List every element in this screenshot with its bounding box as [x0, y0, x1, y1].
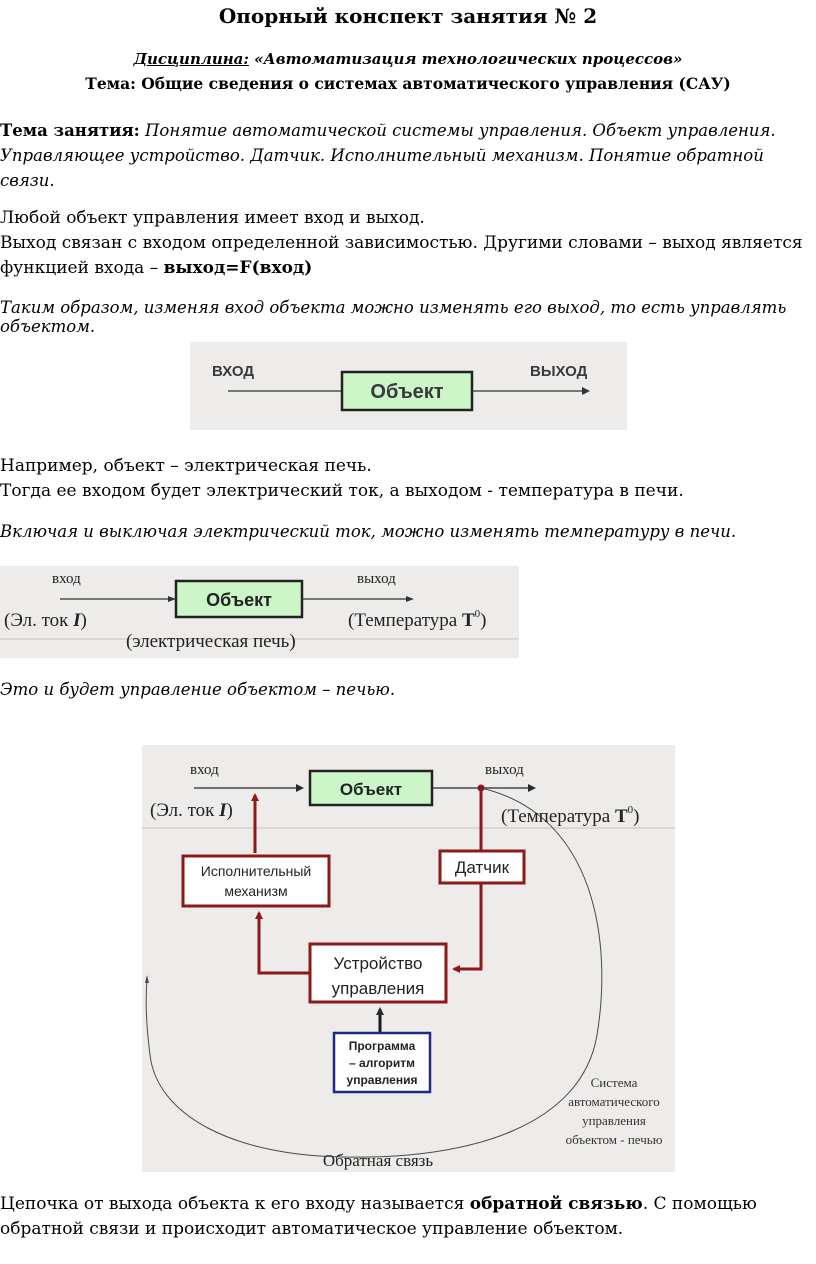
theme-line: Тема: Общие сведения о системах автомати… — [85, 74, 731, 93]
intro-line-2-text: Выход связан с входом определенной завис… — [0, 233, 803, 278]
sensor-block — [438, 849, 526, 885]
fig2-object-label: Объект — [206, 590, 272, 610]
fig3-input-subtitle: (Эл. ток I) — [150, 800, 233, 821]
fig1-output-label: ВЫХОД — [530, 363, 588, 380]
formula: выход=F(вход) — [163, 258, 313, 278]
feedback-loop-arrowhead — [145, 975, 149, 983]
controller-label-line-2: управления — [332, 979, 425, 998]
conclusion-part-2: . С помощью обратной связи и происходит … — [0, 1194, 757, 1239]
feedback-loop-curve — [145, 787, 603, 1158]
controller-to-actuator-line — [255, 911, 310, 975]
fig1-object-block — [340, 370, 474, 412]
system-caption-line-2: автоматического — [568, 1094, 660, 1109]
feedback-label: Обратная связь — [323, 1151, 434, 1170]
system-caption-line-1: Система — [591, 1075, 638, 1090]
sensor-label: Датчик — [455, 858, 510, 877]
example-line-1: Например, объект – электрическая печь. — [0, 456, 372, 476]
intro-paragraph: Любой объект управления имеет вход и вых… — [0, 206, 816, 281]
fig2-output-subtitle: (Температура T0) — [348, 608, 486, 631]
italic-note-1: Таким образом, изменяя вход объекта можн… — [0, 298, 787, 336]
figure-furnace: вход Объект выход (Эл. ток I) (Температу… — [0, 566, 519, 658]
lesson-text: Понятие автоматической системы управлени… — [0, 121, 776, 190]
discipline-value: «Автоматизация технологических процессов… — [248, 50, 683, 68]
fig2-input-label: вход — [52, 571, 81, 587]
lesson-topic: Тема занятия: Понятие автоматической сис… — [0, 118, 816, 193]
fig3-object-label: Объект — [340, 780, 402, 799]
actuator-label-line-2: механизм — [224, 883, 287, 899]
discipline-label: Дисциплина: — [133, 50, 249, 68]
italic-note-2: Включая и выключая электрический ток, мо… — [0, 522, 737, 541]
fig2-object-block — [174, 579, 304, 619]
fig3-input-label: вход — [190, 762, 219, 778]
conclusion-paragraph: Цепочка от выхода объекта к его входу на… — [0, 1192, 816, 1242]
lesson-label: Тема занятия: — [0, 121, 140, 140]
sensor-to-controller-line — [452, 883, 483, 973]
system-caption-line-4: объектом - печью — [566, 1132, 663, 1147]
fig3-output-subtitle: (Температура T0) — [501, 804, 639, 827]
page-title: Опорный конспект занятия № 2 — [218, 4, 598, 28]
program-label-line-3: управления — [347, 1073, 418, 1087]
fig2-input-subtitle: (Эл. ток I) — [4, 610, 87, 631]
fig1-input-label: ВХОД — [212, 363, 254, 380]
actuator-label-line-1: Исполнительный — [201, 863, 312, 879]
example-paragraph: Например, объект – электрическая печь. Т… — [0, 454, 816, 504]
example-line-2: Тогда ее входом будет электрический ток,… — [0, 481, 684, 501]
figure-control-system: вход Объект выход (Эл. ток I) (Температу… — [142, 745, 675, 1172]
conclusion-term: обратной связью — [469, 1194, 643, 1214]
fig2-output-label: выход — [357, 571, 396, 587]
fig3-output-label: выход — [485, 762, 524, 778]
fig1-object-label: Объект — [370, 381, 443, 403]
program-block — [332, 1031, 432, 1094]
discipline-line: Дисциплина: «Автоматизация технологическ… — [0, 50, 816, 68]
conclusion-part-1: Цепочка от выхода объекта к его входу на… — [0, 1194, 470, 1214]
intro-line-1: Любой объект управления имеет вход и вых… — [0, 208, 425, 228]
actuator-block — [181, 854, 331, 908]
program-label-line-2: – алгоритм — [349, 1056, 415, 1070]
fig3-object-block — [308, 769, 434, 807]
fig1-output-arrowhead — [582, 387, 590, 395]
controller-label-line-1: Устройство — [334, 954, 423, 973]
fig2-input-arrowhead — [168, 596, 176, 602]
fig2-caption: (электрическая печь) — [126, 631, 296, 652]
controller-block — [308, 942, 448, 1004]
program-label-line-1: Программа — [349, 1039, 416, 1053]
figure-object-io: ВХОД Объект ВЫХОД — [190, 342, 627, 430]
fig2-output-arrowhead — [406, 596, 414, 602]
italic-note-3: Это и будет управление объектом – печью. — [0, 680, 396, 699]
system-caption-line-3: управления — [582, 1113, 646, 1128]
intro-line-2: Выход связан с входом определенной завис… — [0, 231, 816, 281]
